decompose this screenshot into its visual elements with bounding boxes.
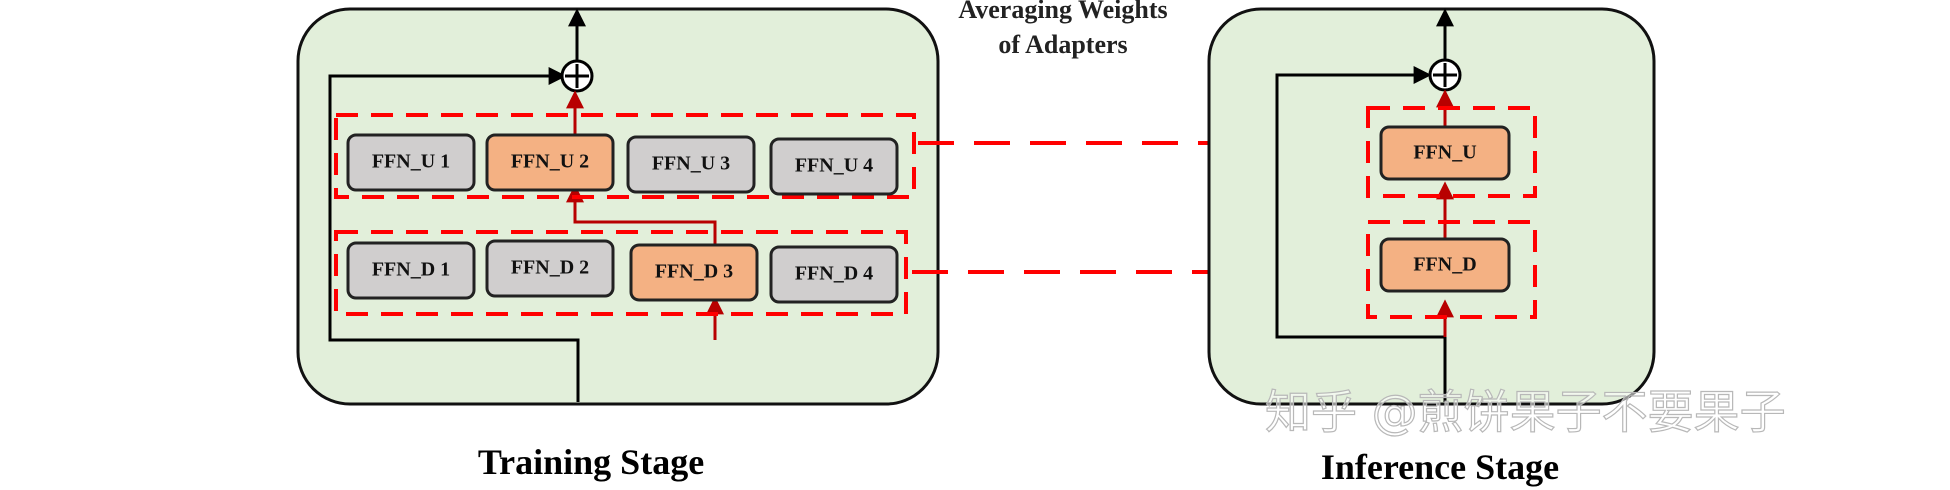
training-panel: FFN_U 1 FFN_U 2 FFN_U 3 FFN_U 4 FFN_D 1 xyxy=(296,7,940,406)
ffn-u-label-2: FFN_U 2 xyxy=(511,151,589,173)
ffn-u-node-4: FFN_U 4 xyxy=(769,137,899,196)
averaging-annotation: Averaging Weights of Adapters xyxy=(958,0,1167,59)
training-up-nodes: FFN_U 1 FFN_U 2 FFN_U 3 FFN_U 4 xyxy=(346,133,899,196)
ffn-d-label-4: FFN_D 4 xyxy=(795,263,873,285)
inference-down-dashed-box xyxy=(1366,220,1537,319)
ffn-u-node-1: FFN_U 1 xyxy=(346,133,476,192)
ffn-d-node-2: FFN_D 2 xyxy=(485,239,615,298)
training-up-group-dashed-box xyxy=(334,113,916,199)
training-down-group-dashed-box xyxy=(334,230,908,316)
annotation-line-2: of Adapters xyxy=(998,30,1127,59)
training-residual-line xyxy=(328,67,580,402)
ffn-d-node-1: FFN_D 1 xyxy=(346,241,476,300)
inference-panel: FFN_U FFN_D xyxy=(1207,7,1656,406)
ffn-d-label-2: FFN_D 2 xyxy=(511,257,589,279)
ffn-u-label-4: FFN_U 4 xyxy=(795,155,873,177)
ffn-u-label-1: FFN_U 1 xyxy=(372,151,450,173)
ffn-d-node-4: FFN_D 4 xyxy=(769,245,899,304)
inference-up-dashed-box xyxy=(1366,106,1537,198)
inference-ffn-u-node: FFN_U xyxy=(1379,125,1511,181)
training-down-nodes: FFN_D 1 FFN_D 2 FFN_D 3 FFN_D 4 xyxy=(346,239,899,304)
ffn-u-label-3: FFN_U 3 xyxy=(652,153,730,175)
training-panel-background xyxy=(296,7,940,406)
ffn-d-label-1: FFN_D 1 xyxy=(372,259,450,281)
ffn-d-label-3: FFN_D 3 xyxy=(655,261,733,283)
inference-ffn-d-label: FFN_D xyxy=(1413,254,1476,276)
training-stage-caption: Training Stage xyxy=(478,442,704,482)
training-down-to-up-path xyxy=(566,184,717,245)
ffn-u-node-3: FFN_U 3 xyxy=(626,135,756,194)
inference-ffn-d-node: FFN_D xyxy=(1379,237,1511,293)
ffn-u-node-2: FFN_U 2 xyxy=(485,133,615,192)
training-plus-junction xyxy=(560,59,594,93)
watermark-text: 知乎 @煎饼果子不要果子 xyxy=(1265,385,1786,439)
inference-ffn-u-label: FFN_U xyxy=(1413,142,1476,164)
inference-stage-caption: Inference Stage xyxy=(1321,447,1559,487)
inference-plus-junction xyxy=(1428,58,1462,92)
ffn-d-node-3: FFN_D 3 xyxy=(629,243,759,302)
inference-panel-background xyxy=(1207,7,1656,406)
annotation-line-1: Averaging Weights xyxy=(958,0,1167,24)
inference-residual-line xyxy=(1275,66,1447,402)
